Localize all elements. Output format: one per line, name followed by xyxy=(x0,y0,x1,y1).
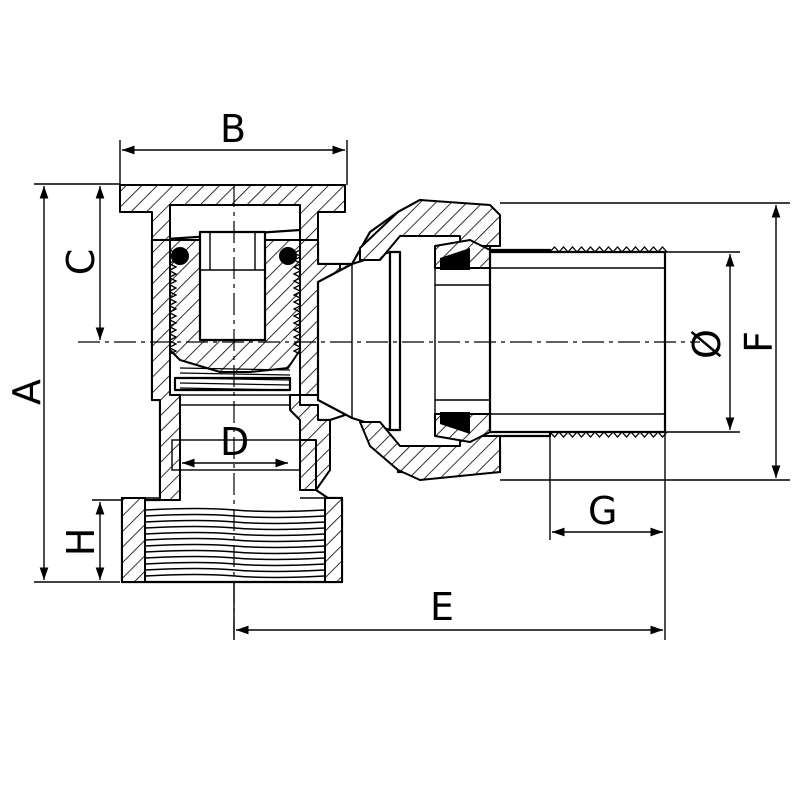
thread-tooth xyxy=(585,431,596,438)
internal-bore xyxy=(179,394,291,406)
centerlines xyxy=(78,185,700,640)
thread-tooth xyxy=(169,319,301,327)
label-b: B xyxy=(220,107,246,151)
union-connector xyxy=(316,199,667,481)
o-ring-right xyxy=(279,247,297,265)
olive-seal-lower xyxy=(440,412,470,434)
thread-tooth xyxy=(648,246,659,253)
thread-line xyxy=(179,372,291,376)
thread-line xyxy=(144,561,326,567)
thread-tooth xyxy=(169,305,301,313)
thread-tooth xyxy=(630,431,641,438)
thread-tooth xyxy=(585,246,596,253)
thread-line xyxy=(144,537,326,543)
thread-tooth xyxy=(612,431,623,438)
thread-line xyxy=(144,555,326,561)
thread-tooth xyxy=(639,246,650,253)
thread-tooth xyxy=(639,431,650,438)
insert-stem-detail xyxy=(200,232,265,271)
bottom-threads xyxy=(144,507,326,579)
thread-tooth xyxy=(594,246,605,253)
union-cone xyxy=(316,250,392,432)
label-d: D xyxy=(220,420,249,464)
thread-tooth xyxy=(169,333,301,341)
label-a: A xyxy=(5,379,49,405)
thread-tooth xyxy=(549,431,560,438)
thread-tooth xyxy=(169,347,301,355)
body-lower-right xyxy=(299,439,317,491)
label-diameter: Ø xyxy=(685,329,729,359)
thread-line xyxy=(179,377,291,381)
thread-tooth xyxy=(169,298,301,306)
thread-tooth xyxy=(558,246,569,253)
thread-tooth xyxy=(558,431,569,438)
thread-tooth xyxy=(621,246,632,253)
valve-insert xyxy=(169,230,301,392)
thread-line xyxy=(144,507,326,513)
thread-tooth xyxy=(576,431,587,438)
thread-tooth xyxy=(603,246,614,253)
thread-tooth xyxy=(594,431,605,438)
thread-tooth xyxy=(169,249,301,257)
bottom-bore xyxy=(171,439,301,471)
label-f: F xyxy=(737,331,781,353)
thread-tooth xyxy=(169,312,301,320)
thread-tooth xyxy=(549,246,560,253)
tailpiece-inner xyxy=(434,267,665,415)
thread-line xyxy=(144,573,326,579)
top-cap-nut xyxy=(119,184,346,241)
thread-tooth xyxy=(567,431,578,438)
thread-tooth xyxy=(576,246,587,253)
thread-line xyxy=(144,549,326,555)
thread-line xyxy=(144,519,326,525)
thread-line xyxy=(144,531,326,537)
thread-line xyxy=(179,387,291,391)
thread-tooth xyxy=(169,263,301,271)
thread-tooth xyxy=(648,431,659,438)
thread-tooth xyxy=(630,246,641,253)
dimensions: B A C H D E G Ø F xyxy=(5,107,790,640)
o-ring-left xyxy=(171,247,189,265)
thread-tooth xyxy=(169,270,301,278)
thread-line xyxy=(179,382,291,386)
tailpiece-mid xyxy=(435,284,490,401)
thread-tooth xyxy=(567,246,578,253)
label-e: E xyxy=(430,585,454,629)
thread-tooth xyxy=(169,256,301,264)
thread-tooth xyxy=(603,431,614,438)
extension-lines xyxy=(34,140,790,640)
thread-tooth xyxy=(169,284,301,292)
bottom-socket-right xyxy=(324,497,343,583)
thread-line xyxy=(179,367,291,371)
thread-line xyxy=(144,567,326,573)
insert-stem xyxy=(198,230,267,342)
thread-tooth xyxy=(657,246,668,253)
thread-tooth xyxy=(612,246,623,253)
label-c: C xyxy=(59,249,103,276)
label-g: G xyxy=(588,489,617,533)
thread-tooth xyxy=(621,431,632,438)
thread-tooth xyxy=(169,277,301,285)
label-h: H xyxy=(59,528,103,557)
tailpiece-threads xyxy=(549,246,668,438)
thread-tooth xyxy=(169,326,301,334)
bottom-socket-left xyxy=(121,497,146,583)
thread-line xyxy=(144,513,326,519)
thread-tooth xyxy=(169,291,301,299)
thread-line xyxy=(144,525,326,531)
olive-seal-upper xyxy=(440,248,470,270)
union-sleeve xyxy=(388,250,402,432)
thread-line xyxy=(144,543,326,549)
